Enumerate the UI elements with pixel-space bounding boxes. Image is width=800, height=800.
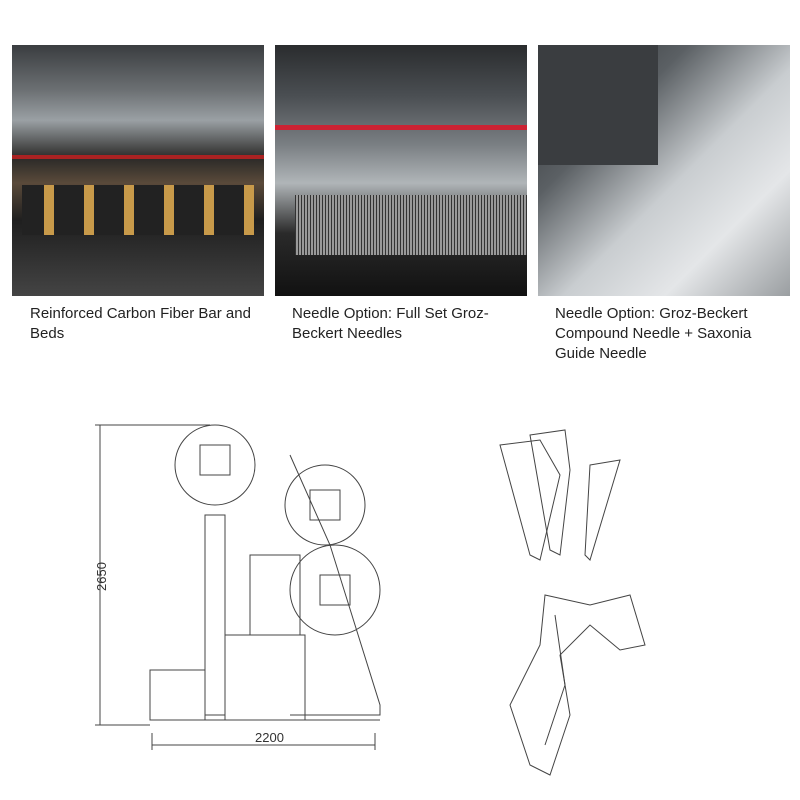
needle-row bbox=[295, 195, 527, 255]
caption-1: Reinforced Carbon Fiber Bar and Beds bbox=[30, 305, 251, 342]
machine-part bbox=[538, 45, 658, 165]
compound-needle-photo bbox=[538, 45, 790, 296]
red-rail bbox=[275, 125, 527, 130]
technical-drawing: 2650 2200 bbox=[94, 424, 646, 776]
caption-2: Needle Option: Full Set Groz-Beckert Nee… bbox=[292, 305, 489, 342]
guide-blocks bbox=[22, 185, 254, 235]
height-dimension: 2650 bbox=[94, 562, 109, 591]
groz-beckert-needles-photo bbox=[275, 45, 527, 296]
caption-3: Needle Option: Groz-Beckert Compound Nee… bbox=[555, 305, 752, 362]
needle-drawings bbox=[499, 429, 646, 776]
machine-drawing bbox=[95, 424, 381, 750]
carbon-fiber-bar-photo bbox=[12, 45, 264, 296]
width-dimension: 2200 bbox=[255, 730, 284, 745]
red-rail bbox=[12, 155, 264, 159]
